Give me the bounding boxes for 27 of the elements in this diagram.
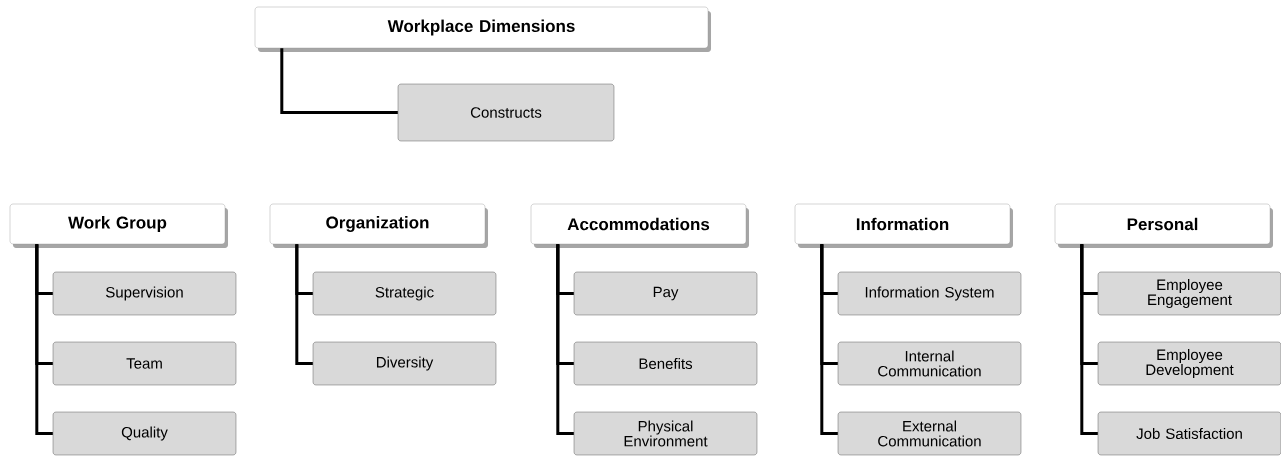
heading-box: Work Group [9, 203, 228, 248]
category-box: Constructs [397, 83, 615, 142]
category-box: Employee Engagement [1097, 271, 1281, 316]
heading-box: Personal [1054, 203, 1273, 248]
category-box: Benefits [573, 341, 758, 386]
category-box: Supervision [52, 271, 237, 316]
category-box: Physical Environment [573, 411, 758, 456]
connector-line [280, 48, 398, 114]
category-box: Quality [52, 411, 237, 456]
connector-line [556, 244, 574, 435]
category-box: Information System [837, 271, 1022, 316]
category-box: Internal Communication [837, 341, 1022, 386]
category-box: Diversity [312, 341, 497, 386]
heading-box: Workplace Dimensions [254, 6, 711, 52]
category-box: Employee Development [1097, 341, 1281, 386]
connector-line [820, 244, 838, 435]
category-box: Pay [573, 271, 758, 316]
category-box: Strategic [312, 271, 497, 316]
heading-box: Information [794, 203, 1013, 248]
connector-line [1080, 244, 1098, 435]
category-box: Job Satisfaction [1097, 411, 1281, 456]
category-box: Team [52, 341, 237, 386]
connector-line [35, 244, 53, 435]
heading-box: Accommodations [530, 203, 749, 248]
connector-line [295, 244, 313, 365]
heading-box: Organization [269, 203, 488, 248]
category-box: External Communication [837, 411, 1022, 456]
